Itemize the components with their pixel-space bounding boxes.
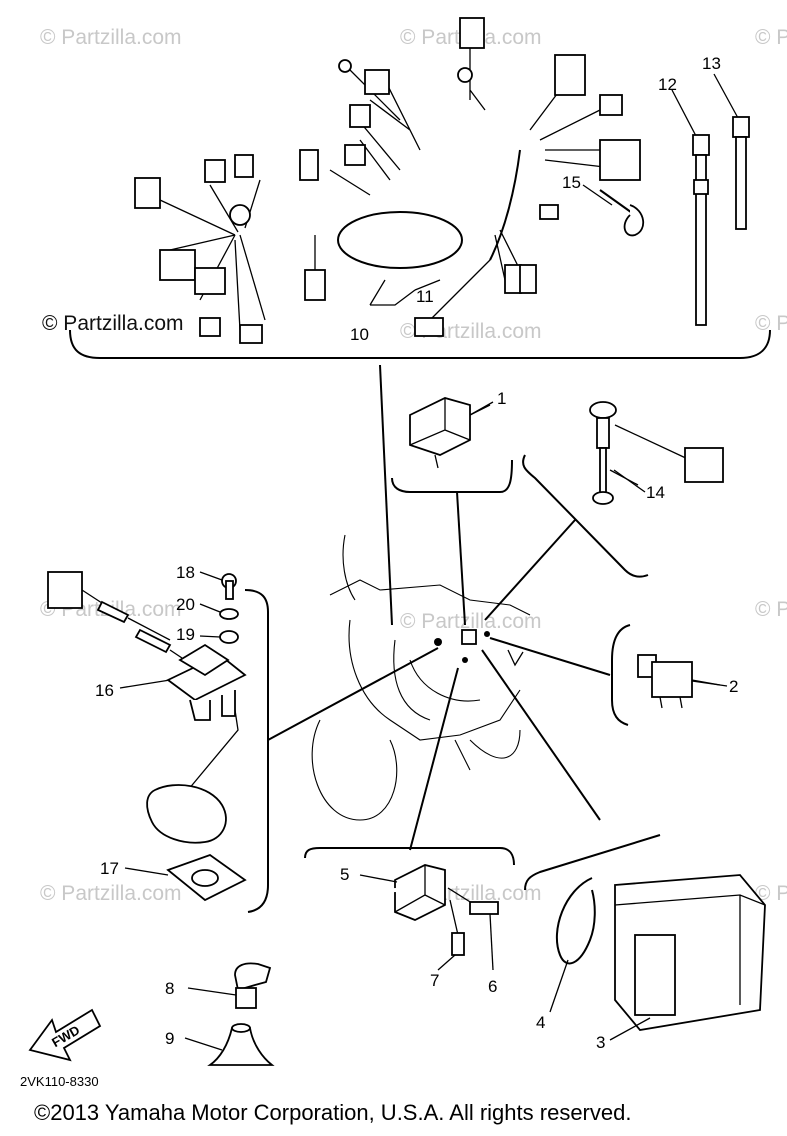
leader-harness: [379, 364, 393, 626]
leader-fuel-sender: [267, 647, 439, 741]
callout-11: 11: [416, 287, 434, 306]
leader-sender: [484, 519, 576, 621]
callout-9: 9: [165, 1029, 174, 1048]
callout-20: 20: [176, 595, 195, 614]
callout-3: 3: [596, 1033, 605, 1052]
harness-bracket: [69, 329, 771, 359]
watermark: © Partzilla.com: [755, 312, 787, 335]
wire-harness: [134, 17, 644, 344]
relay-2: [611, 624, 721, 726]
cable-tie-13: [713, 73, 750, 230]
callout-7: 7: [430, 971, 439, 990]
callout-2: 2: [729, 677, 738, 696]
watermark: © Partzilla.com: [40, 26, 182, 49]
callout-12: 12: [658, 75, 677, 94]
callout-8: 8: [165, 979, 174, 998]
callout-5: 5: [340, 865, 349, 884]
motorcycle-outline: [311, 534, 531, 821]
leader-battery: [481, 649, 601, 821]
diagram-code: 2VK110-8330: [20, 1074, 99, 1089]
watermark: © Partzilla.com: [755, 598, 787, 621]
watermark: © Partzilla.com: [755, 882, 787, 905]
callout-1: 1: [497, 389, 506, 408]
watermark: © Partzilla.com: [42, 312, 184, 335]
callout-4: 4: [536, 1013, 545, 1032]
leader-ignition: [409, 667, 459, 851]
fuel-sender-assembly: [47, 571, 269, 913]
fwd-arrow: FWD: [28, 1008, 102, 1062]
relay-1: [391, 397, 513, 493]
watermark-layer: © Partzilla.com © Partzilla.com © Partzi…: [40, 26, 787, 905]
callout-labels: 1 2 3 4 5 6 7 8 9 10 11 12 13 14 15 16 1…: [95, 54, 738, 1052]
callout-19: 19: [176, 625, 195, 644]
battery-assembly: [524, 834, 766, 1031]
callout-17: 17: [100, 859, 119, 878]
bracket-14: [522, 454, 649, 578]
callout-15: 15: [562, 173, 581, 192]
watermark: © Partzilla.com: [40, 882, 182, 905]
watermark: © Partzilla.com: [755, 26, 787, 49]
callout-13: 13: [702, 54, 721, 73]
callout-14: 14: [646, 483, 665, 502]
ignition-coil-assembly: [207, 847, 515, 1066]
copyright-notice: ©2013 Yamaha Motor Corporation, U.S.A. A…: [34, 1100, 632, 1125]
callout-10: 10: [350, 325, 369, 344]
leader-relay: [456, 491, 466, 626]
callout-6: 6: [488, 977, 497, 996]
sender-14: [589, 401, 724, 505]
leader-relay2: [489, 637, 611, 676]
callout-leaders: [119, 184, 728, 1051]
watermark: © Partzilla.com: [400, 610, 542, 633]
cable-tie-12: [671, 89, 710, 326]
callout-18: 18: [176, 563, 195, 582]
callout-16: 16: [95, 681, 114, 700]
